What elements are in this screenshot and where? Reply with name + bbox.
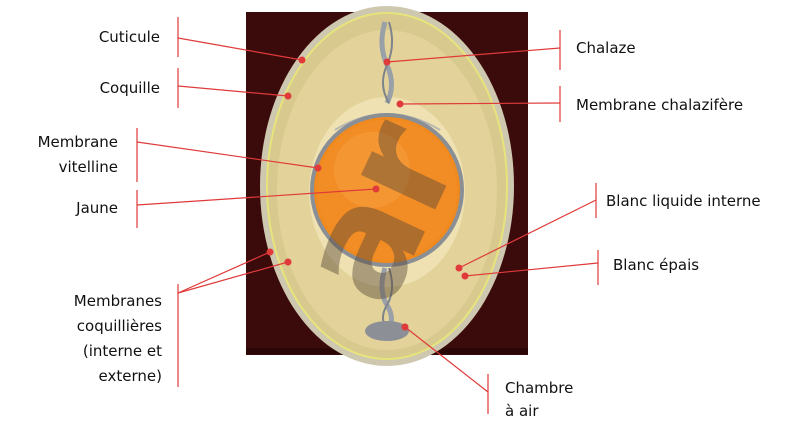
label-membrane-vitelline-2: vitelline: [59, 158, 118, 176]
label-jaune: Jaune: [75, 199, 118, 217]
label-membrane-chalazifere: Membrane chalazifère: [576, 96, 743, 114]
air-chamber: [365, 321, 409, 341]
dot-membranes-b: [285, 259, 292, 266]
label-cuticule: Cuticule: [99, 28, 160, 46]
dot-chalaze: [384, 59, 391, 66]
label-membranes-3: (interne et: [83, 342, 162, 360]
dot-chambre: [402, 324, 409, 331]
dot-cuticule: [299, 57, 306, 64]
label-membrane-vitelline-1: Membrane: [38, 133, 118, 151]
dot-coquille: [285, 93, 292, 100]
label-coquille: Coquille: [100, 79, 160, 97]
label-blanc-epais: Blanc épais: [613, 256, 699, 274]
dot-epais: [462, 273, 469, 280]
label-blanc-liquide: Blanc liquide interne: [606, 192, 761, 210]
dot-vitelline: [315, 165, 322, 172]
dot-jaune: [373, 186, 380, 193]
label-chalaze: Chalaze: [576, 39, 636, 57]
dot-chalazifere: [397, 101, 404, 108]
label-membranes-1: Membranes: [74, 292, 162, 310]
label-membranes-4: externe): [99, 367, 162, 385]
dot-membranes-a: [267, 249, 274, 256]
dot-liquide: [456, 265, 463, 272]
label-membranes-2: coquillières: [77, 317, 162, 335]
label-chambre-2: à air: [505, 402, 539, 420]
label-chambre-1: Chambre: [505, 379, 573, 397]
